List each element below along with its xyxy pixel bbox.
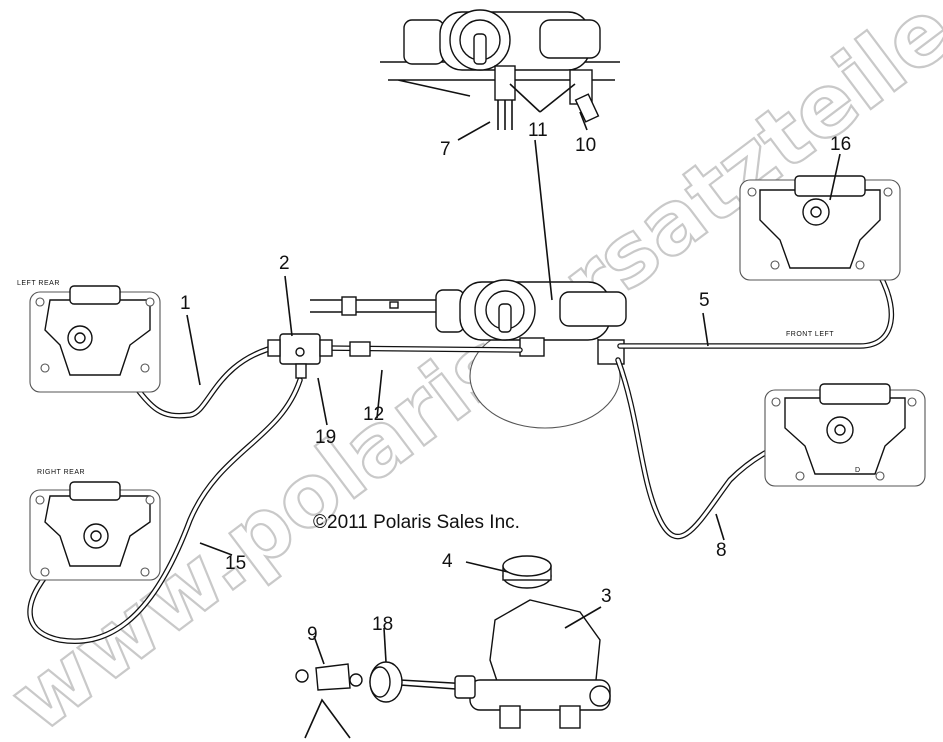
- callout-16: 16: [830, 134, 851, 155]
- boot: [369, 661, 403, 703]
- callout-4: 4: [442, 551, 453, 572]
- copyright-text: ©2011 Polaris Sales Inc.: [313, 512, 520, 533]
- reservoir-cap: [502, 555, 552, 589]
- left-rear-caliper: [29, 285, 161, 393]
- callout-7: 7: [440, 139, 451, 160]
- callout-19: 19: [315, 427, 336, 448]
- right-rear-caliper: [29, 481, 161, 581]
- callout-3: 3: [601, 586, 612, 607]
- callout-1: 1: [180, 293, 191, 314]
- callout-9: 9: [307, 624, 318, 645]
- callout-11: 11: [528, 120, 548, 141]
- junction-block: [267, 333, 371, 379]
- callout-10: 10: [575, 135, 596, 156]
- label-left-rear: LEFT REAR: [17, 280, 60, 287]
- top-master-cylinder-inset: [380, 9, 620, 130]
- label-front-left: FRONT LEFT: [786, 331, 834, 338]
- callout-8: 8: [716, 540, 727, 561]
- callout-5: 5: [699, 290, 710, 311]
- front-left-caliper: [739, 175, 901, 281]
- callout-2: 2: [279, 253, 290, 274]
- label-caliper-mark: D: [855, 467, 861, 474]
- callout-18: 18: [372, 614, 393, 635]
- front-right-caliper: [764, 383, 926, 487]
- clevis: [295, 663, 363, 691]
- label-right-rear: RIGHT REAR: [37, 469, 85, 476]
- bottom-master-cylinder: [399, 599, 611, 729]
- leader-lines: [186, 83, 841, 739]
- callout-labels: 1 2 3 4 5 7 8 9 10 11 12 15 16 18 19: [180, 120, 851, 645]
- callout-12: 12: [363, 404, 384, 425]
- callout-15: 15: [225, 553, 246, 574]
